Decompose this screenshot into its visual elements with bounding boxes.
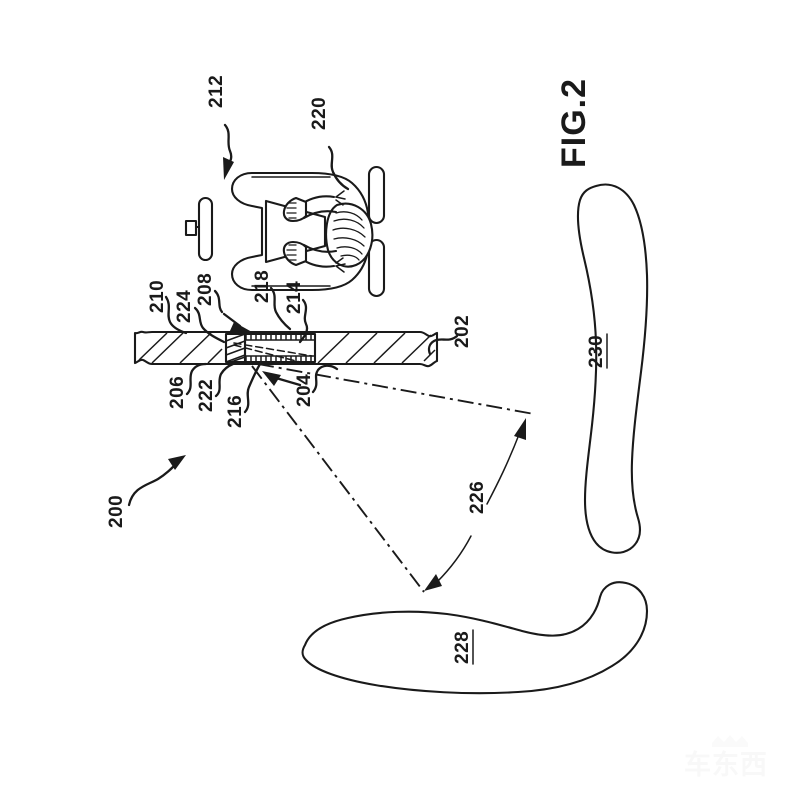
callout-226: 226 [467,481,488,514]
callout-204: 204 [294,374,315,407]
footprint-230 [576,183,649,554]
callout-230: 230 [586,335,607,368]
wall-slab-202 [133,330,439,368]
callout-218: 218 [252,270,273,303]
person-arm-lower [282,240,346,273]
member-hatching-224 [225,333,246,363]
callout-202: 202 [452,315,473,348]
fov-angle-arrow-226 [424,418,526,591]
callout-224: 224 [174,290,195,323]
chair-backrest [184,196,214,262]
figure-title: FIG.2 [555,78,593,168]
emitter-beam-218 [233,342,313,363]
callout-228: 228 [452,631,473,664]
cavity-top-band [244,334,316,341]
callout-206: 206 [167,376,188,409]
callout-200: 200 [106,495,127,528]
slab-hatching-right [317,332,436,364]
leader-lines [164,123,459,414]
cavity-bottom-band-216 [244,355,316,362]
callout-220: 220 [309,97,330,130]
person-hair [332,211,366,261]
system-arrow-200 [127,455,186,507]
callout-numbers: 200 202 204 206 208 210 212 214 216 218 … [106,75,488,528]
callout-212: 212 [206,75,227,108]
callout-208: 208 [195,273,216,306]
underlined-callout-numbers: 228 230 [452,333,608,665]
slab-hatching-left [138,332,223,364]
callout-214: 214 [284,281,305,314]
seated-person-assembly [184,165,386,298]
person-arm-upper [282,190,346,223]
footprint-228 [301,581,649,695]
figure-title-text: FIG.2 [555,78,593,168]
field-of-view-cone [251,363,535,593]
chair-wheel-lower [367,238,386,298]
callout-222: 222 [196,379,217,412]
callout-216: 216 [225,395,246,428]
callout-210: 210 [147,280,168,313]
chair-wheel-upper [367,165,386,225]
